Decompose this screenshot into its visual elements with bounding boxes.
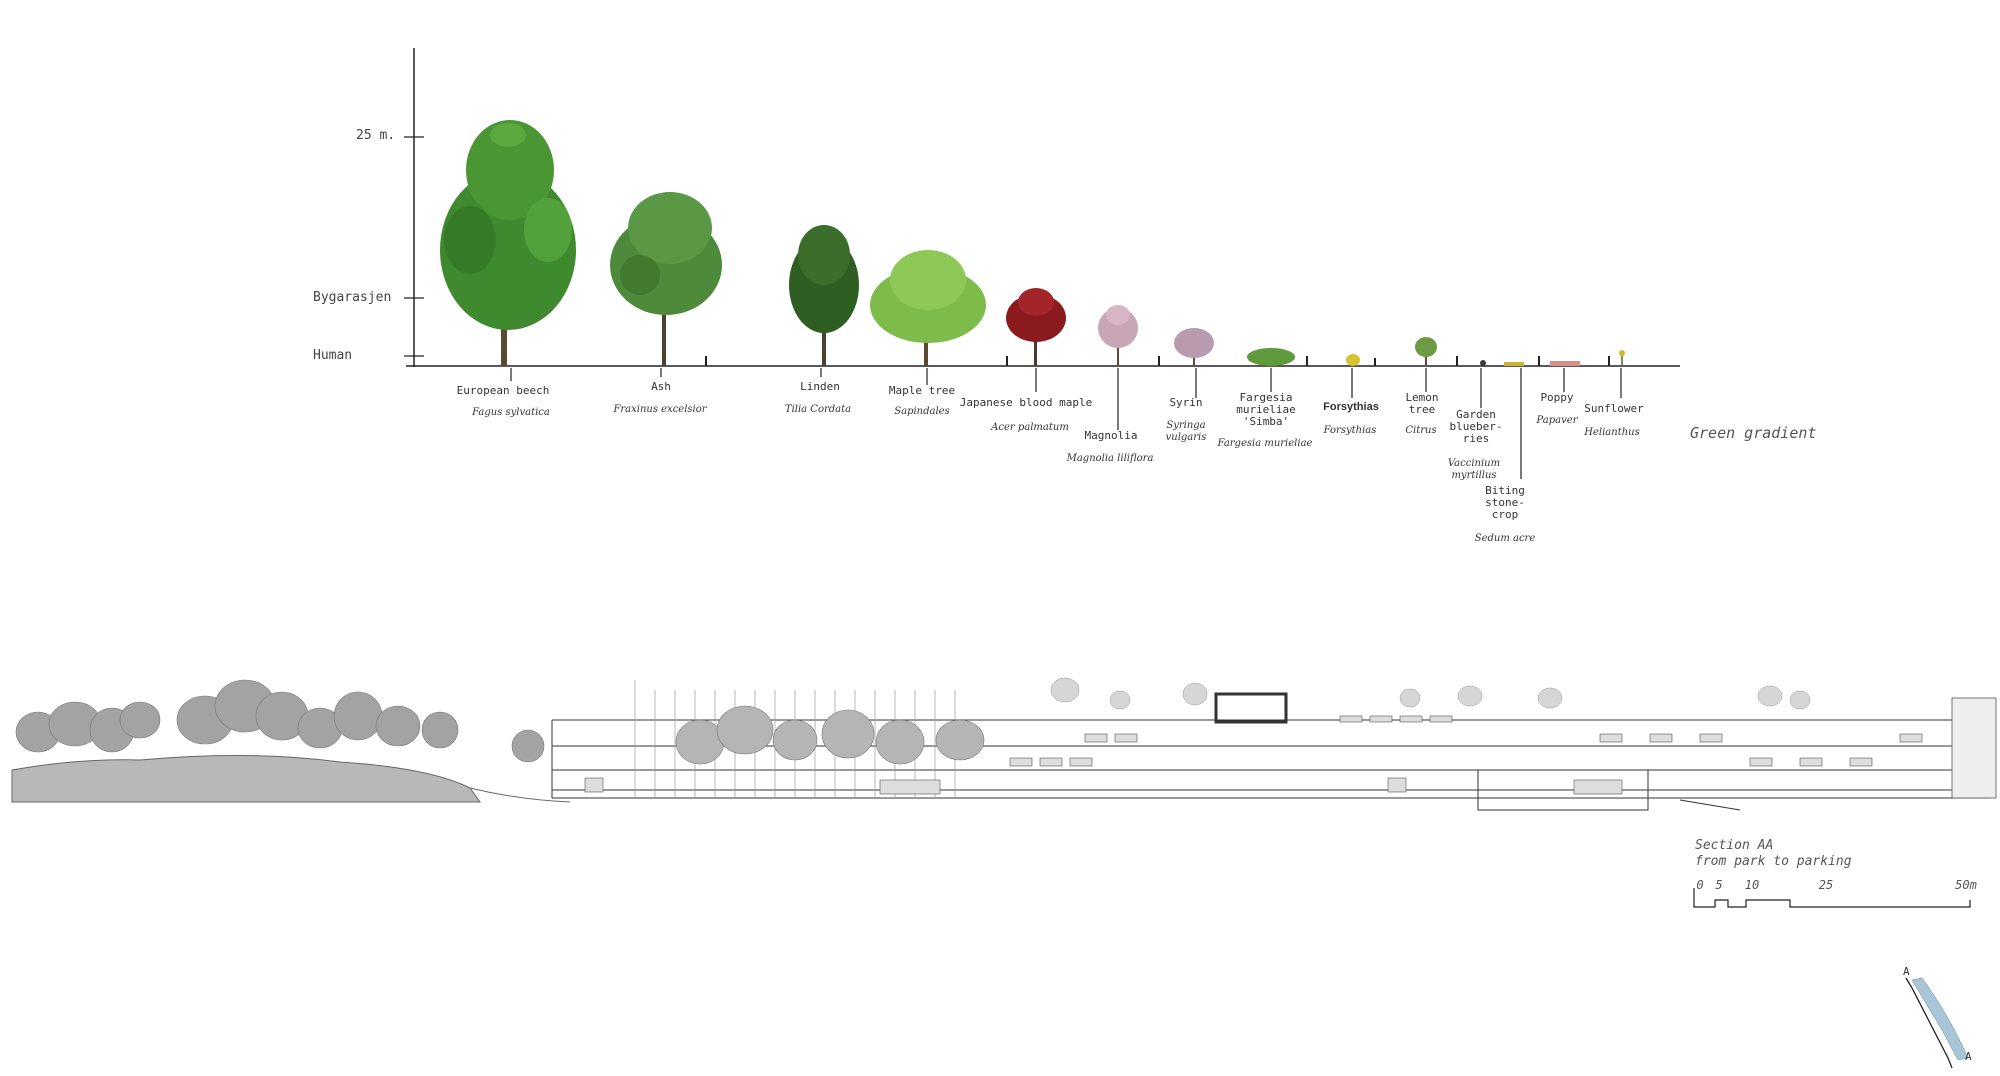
ash-illustration — [610, 192, 722, 366]
roof-trees — [1050, 677, 1811, 710]
latin-japanese-blood-maple: Acer palmatum — [991, 422, 1069, 433]
label-sunflower: Sunflower — [1584, 402, 1644, 415]
european-beech-illustration — [440, 120, 576, 366]
japanese-blood-maple-illustration — [1006, 288, 1066, 366]
sunflower-illustration — [1619, 350, 1625, 366]
label-biting-stonecrop: Biting stone- crop — [1485, 484, 1525, 521]
poppy-illustration — [1550, 361, 1580, 366]
blueberry-illustration — [1480, 360, 1486, 366]
latin-ash: Fraxinus excelsior — [613, 404, 707, 415]
park-trees — [15, 679, 545, 763]
section-marker — [1905, 977, 1969, 1069]
scale-tick-50m: 50m — [1955, 878, 1977, 892]
label-linden: Linden — [800, 380, 840, 393]
garage-structure — [551, 692, 1991, 811]
magnolia-illustration — [1098, 305, 1138, 366]
y-label-25m: 25 m. — [356, 128, 396, 143]
latin-fargesia: Fargesia murieliae — [1217, 438, 1313, 449]
latin-european-beech: Fagus sylvatica — [472, 407, 550, 418]
label-lemon-tree: Lemon tree — [1405, 391, 1439, 416]
plaza-trees — [675, 705, 985, 765]
latin-forsythias: Forsythias — [1323, 425, 1377, 436]
park-ground — [11, 754, 481, 803]
linden-illustration — [789, 225, 859, 366]
adjacent-building — [1951, 697, 1997, 799]
label-garden-blueberries: Garden blueber- ries — [1449, 408, 1503, 445]
section-aa-drawing — [11, 677, 1997, 811]
latin-linden: Tilia Cordata — [784, 404, 852, 415]
maple-tree-illustration — [870, 250, 986, 366]
green-gradient-label: Green gradient — [1690, 424, 1817, 442]
latin-poppy: Papaver — [1536, 415, 1578, 426]
label-poppy: Poppy — [1540, 391, 1574, 404]
human-figures — [705, 356, 1610, 366]
latin-lemon-tree: Citrus — [1405, 425, 1437, 436]
label-magnolia: Magnolia — [1084, 429, 1138, 442]
label-ash: Ash — [651, 380, 671, 393]
y-label-human: Human — [313, 348, 353, 363]
latin-biting-stonecrop: Sedum acre — [1474, 533, 1536, 544]
latin-magnolia: Magnolia liliflora — [1066, 453, 1154, 464]
stonecrop-illustration — [1504, 362, 1524, 366]
section-title: Section AA — [1695, 838, 1774, 853]
scale-tick-25: 25 — [1818, 878, 1834, 892]
latin-garden-blueberries: Vaccinium myrtillus — [1447, 458, 1501, 481]
tree-height-diagram — [404, 48, 1680, 479]
scale-tick-10: 10 — [1744, 878, 1760, 892]
leader-lines — [510, 368, 1622, 479]
fargesia-illustration — [1247, 348, 1295, 366]
section-marker-bottom-label: A — [1965, 1050, 1972, 1063]
section-marker-top-label: A — [1903, 965, 1910, 978]
label-forsythias: Forsythias — [1323, 401, 1379, 413]
label-fargesia: Fargesia murieliae 'Simba' — [1236, 391, 1296, 428]
syrin-illustration — [1174, 328, 1214, 366]
label-syrin: Syrin — [1169, 396, 1203, 409]
section-subtitle: from park to parking — [1695, 854, 1852, 869]
forsythia-illustration — [1346, 354, 1360, 366]
lemon-tree-illustration — [1415, 337, 1437, 366]
label-european-beech: European beech — [456, 384, 550, 397]
latin-maple-tree: Sapindales — [894, 406, 950, 417]
y-label-garage: Bygarasjen — [313, 290, 392, 305]
scale-bar — [1693, 888, 1971, 908]
latin-sunflower: Helianthus — [1584, 427, 1640, 438]
label-maple-tree: Maple tree — [888, 384, 956, 397]
scale-tick-0: 0 — [1696, 878, 1704, 892]
parked-cars — [584, 715, 1923, 795]
latin-syrin: Syringa vulgaris — [1165, 420, 1207, 443]
scale-tick-5: 5 — [1715, 878, 1723, 892]
label-japanese-blood-maple: Japanese blood maple — [959, 396, 1093, 409]
